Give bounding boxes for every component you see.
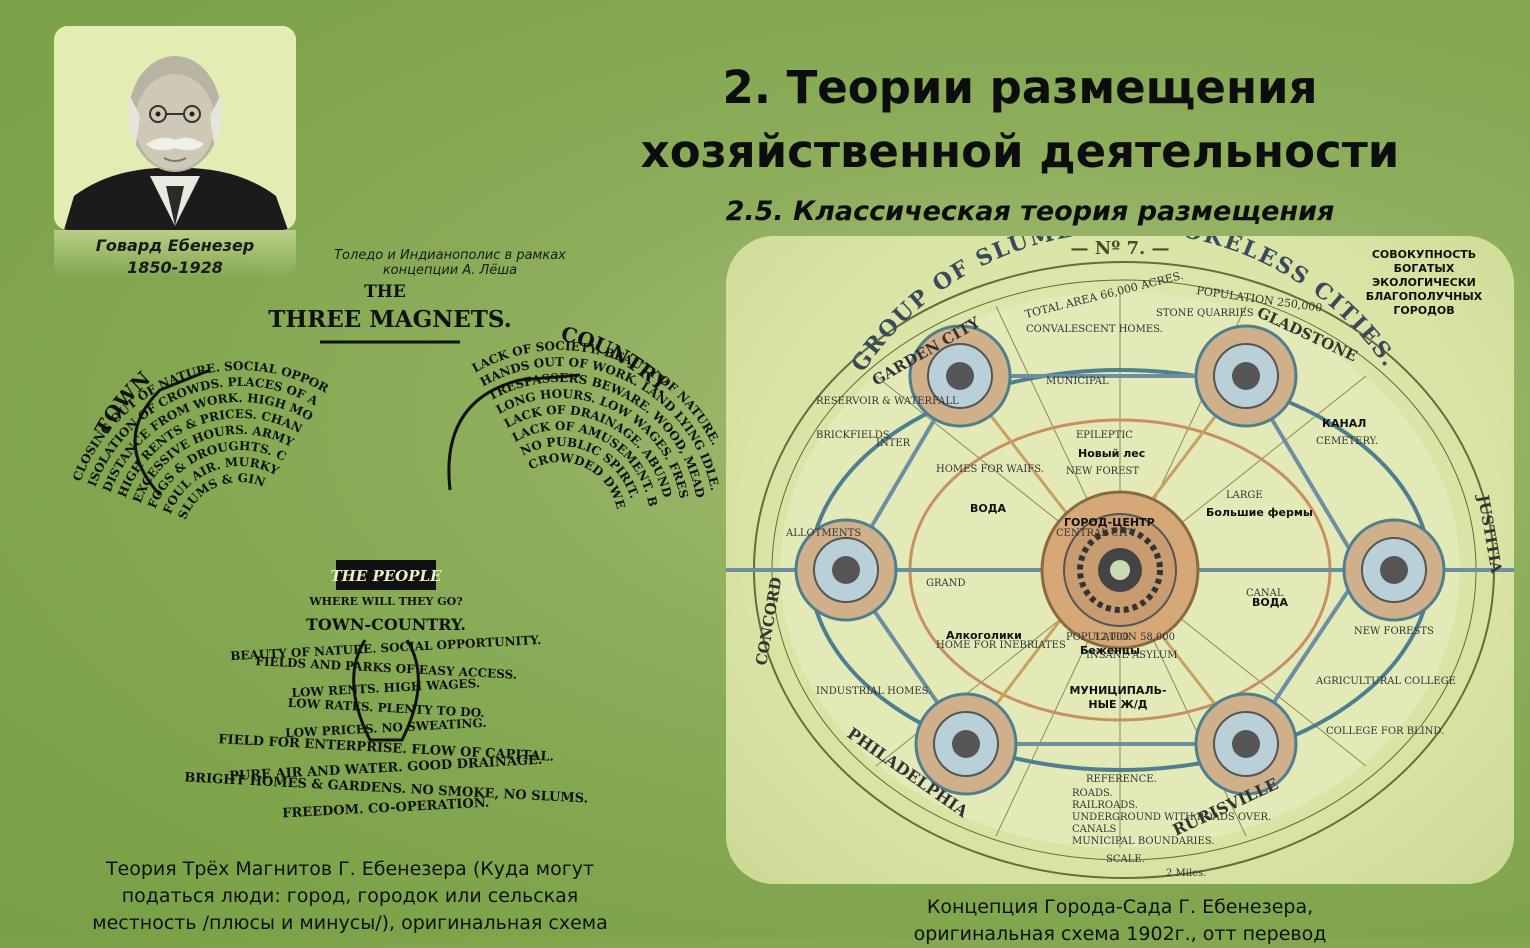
- central-city-node: [1040, 490, 1200, 650]
- magnets-caption-line-2: податься люди: город, городок или сельск…: [121, 885, 579, 907]
- label-epileptic: EPILEPTIC: [1076, 430, 1133, 441]
- label-population-center: POPULATION 58,000: [1066, 632, 1175, 643]
- label-scale: SCALE.: [1106, 854, 1145, 865]
- label-central-city: CENTRAL CITY: [1056, 528, 1136, 539]
- label-miles: 2 Miles.: [1166, 868, 1206, 879]
- label-12000: 12,000: [1094, 632, 1129, 643]
- label-canals: CANALS: [1072, 824, 1116, 835]
- label-cemetery: CEMETERY.: [1316, 436, 1378, 447]
- plan-number: — Nº 7. —: [1070, 238, 1169, 259]
- label-agricultural-college: AGRICULTURAL COLLEGE: [1315, 676, 1456, 687]
- plan-caption-line-1: Концепция Города-Сада Г. Ебенезера,: [926, 896, 1314, 918]
- magnets-caption-line-1: Теория Трёх Магнитов Г. Ебенезера (Куда …: [105, 858, 595, 880]
- overlay-refugees: Беженцы: [1080, 644, 1140, 657]
- overlay-top-right-line-3: ЭКОЛОГИЧЕСКИ: [1372, 276, 1476, 289]
- label-home-inebriates: HOME FOR INEBRIATES: [936, 640, 1066, 651]
- portrait-photo: [54, 26, 296, 230]
- overlay-railway: МУНИЦИПАЛЬ- НЫЕ Ж/Д: [1060, 684, 1176, 712]
- label-industrial-homes: INDUSTRIAL HOMES.: [816, 686, 931, 697]
- overlay-top-right-line-2: БОГАТЫХ: [1393, 262, 1455, 275]
- portrait-name: Говард Ебенезер: [95, 236, 255, 255]
- plan-minor-labels: MUNICIPAL INTER CENTRAL CITY GRAND CANAL…: [785, 308, 1456, 879]
- three-magnets-diagram: THE THREE MAGNETS. TOWN COUNTRY. CLOSING…: [40, 280, 720, 822]
- label-grand: GRAND: [926, 578, 966, 589]
- overlay-farms: Большие фермы: [1206, 506, 1313, 519]
- label-boundaries: MUNICIPAL BOUNDARIES.: [1072, 836, 1214, 847]
- overlay-railway-line-2: НЫЕ Ж/Д: [1088, 698, 1148, 711]
- label-new-forest: NEW FOREST: [1066, 466, 1139, 477]
- town-country-line: FREEDOM. CO-OPERATION.: [282, 796, 490, 822]
- overlay-top-right-line-5: ГОРОДОВ: [1393, 304, 1455, 317]
- label-reference: REFERENCE.: [1086, 774, 1157, 785]
- portrait-reflection: [54, 230, 296, 278]
- label-stone-quarries: STONE QUARRIES: [1156, 308, 1254, 319]
- label-underground: UNDERGROUND WITH ROADS OVER.: [1072, 812, 1271, 823]
- overlay-center: ГОРОД-ЦЕНТР: [1064, 516, 1155, 529]
- country-magnet-shape: [447, 373, 581, 491]
- title-line-2: хозяйственной деятельности: [640, 125, 1400, 178]
- label-large-farms: LARGE: [1226, 490, 1263, 501]
- plan-caption: Концепция Города-Сада Г. Ебенезера, ориг…: [720, 894, 1520, 948]
- label-homes-waifs: HOMES FOR WAIFS.: [936, 464, 1044, 475]
- magnets-heading: THREE MAGNETS.: [268, 306, 511, 333]
- overlay-new-forest: Новый лес: [1078, 447, 1146, 460]
- label-new-forests: NEW FORESTS: [1354, 626, 1434, 637]
- overlay-water-1: ВОДА: [970, 502, 1007, 515]
- slide-subtitle: 2.5. Классическая теория размещения: [725, 196, 1335, 227]
- label-reservoir: RESERVOIR & WATERFALL: [816, 396, 959, 407]
- overlay-top-right-line-4: БЛАГОПОЛУЧНЫХ: [1365, 290, 1483, 303]
- people-label: THE PEOPLE: [330, 567, 442, 585]
- label-brickfields: BRICKFIELDS.: [816, 430, 892, 441]
- overlay-water-2: ВОДА: [1252, 596, 1289, 609]
- label-insane-asylum: INSANE ASYLUM: [1086, 650, 1177, 661]
- label-roads: ROADS.: [1072, 788, 1113, 799]
- label-municipal: MUNICIPAL: [1046, 376, 1109, 387]
- garden-city-plan-panel: — Nº 7. — GROUP OF SLUMLESS SMOKELESS CI…: [726, 236, 1514, 884]
- portrait-illustration: [54, 26, 296, 230]
- portrait-years: 1850-1928: [127, 258, 223, 277]
- overlay-railway-line-1: МУНИЦИПАЛЬ-: [1069, 684, 1167, 697]
- label-allotments: ALLOTMENTS: [785, 528, 861, 539]
- where-label: WHERE WILL THEY GO?: [308, 595, 462, 608]
- magnets-caption-line-3: местность /плюсы и минусы/), оригинальна…: [92, 912, 608, 934]
- overlay-top-right-line-1: СОВОКУПНОСТЬ: [1371, 248, 1477, 261]
- satellite-city-nodes: [794, 324, 1446, 796]
- toledo-note-line-2: концепции А. Лёша: [382, 263, 518, 278]
- label-canal: CANAL: [1246, 588, 1284, 599]
- garden-city-plan: — Nº 7. — GROUP OF SLUMLESS SMOKELESS CI…: [726, 236, 1514, 879]
- town-country-label: TOWN-COUNTRY.: [306, 615, 466, 634]
- toledo-note: Толедо и Индианополис в рамках концепции…: [290, 248, 610, 278]
- magnets-caption: Теория Трёх Магнитов Г. Ебенезера (Куда …: [0, 856, 700, 937]
- people-banner: [336, 560, 436, 590]
- toledo-note-line-1: Толедо и Индианополис в рамках: [334, 248, 566, 263]
- overlay-alcoholics: Алкоголики: [946, 629, 1022, 642]
- title-line-1: 2. Теории размещения: [722, 61, 1318, 114]
- slide-title: 2. Теории размещения хозяйственной деяте…: [560, 56, 1480, 184]
- magnets-heading-the: THE: [364, 282, 406, 302]
- city-justitia: JUSTITIA: [1474, 492, 1506, 575]
- town-country-line: LOW RENTS. HIGH WAGES.: [291, 676, 480, 700]
- town-country-magnet-shape: [352, 639, 420, 742]
- city-concord: CONCORD: [752, 576, 785, 667]
- label-inter: INTER: [876, 438, 911, 449]
- town-country-lines: BEAUTY OF NATURE. SOCIAL OPPORTUNITY.FIE…: [184, 633, 589, 822]
- label-college-blind: COLLEGE FOR BLIND.: [1326, 726, 1444, 737]
- plan-caption-line-2: оригинальная схема 1902г., отт перевод: [913, 923, 1327, 945]
- label-railroads: RAILROADS.: [1072, 800, 1138, 811]
- overlay-top-right: СОВОКУПНОСТЬ БОГАТЫХ ЭКОЛОГИЧЕСКИ БЛАГОП…: [1344, 248, 1504, 318]
- town-magnet-shape: [133, 368, 211, 497]
- overlay-canal: КАНАЛ: [1322, 417, 1367, 430]
- label-convalescent: CONVALESCENT HOMES.: [1026, 324, 1163, 335]
